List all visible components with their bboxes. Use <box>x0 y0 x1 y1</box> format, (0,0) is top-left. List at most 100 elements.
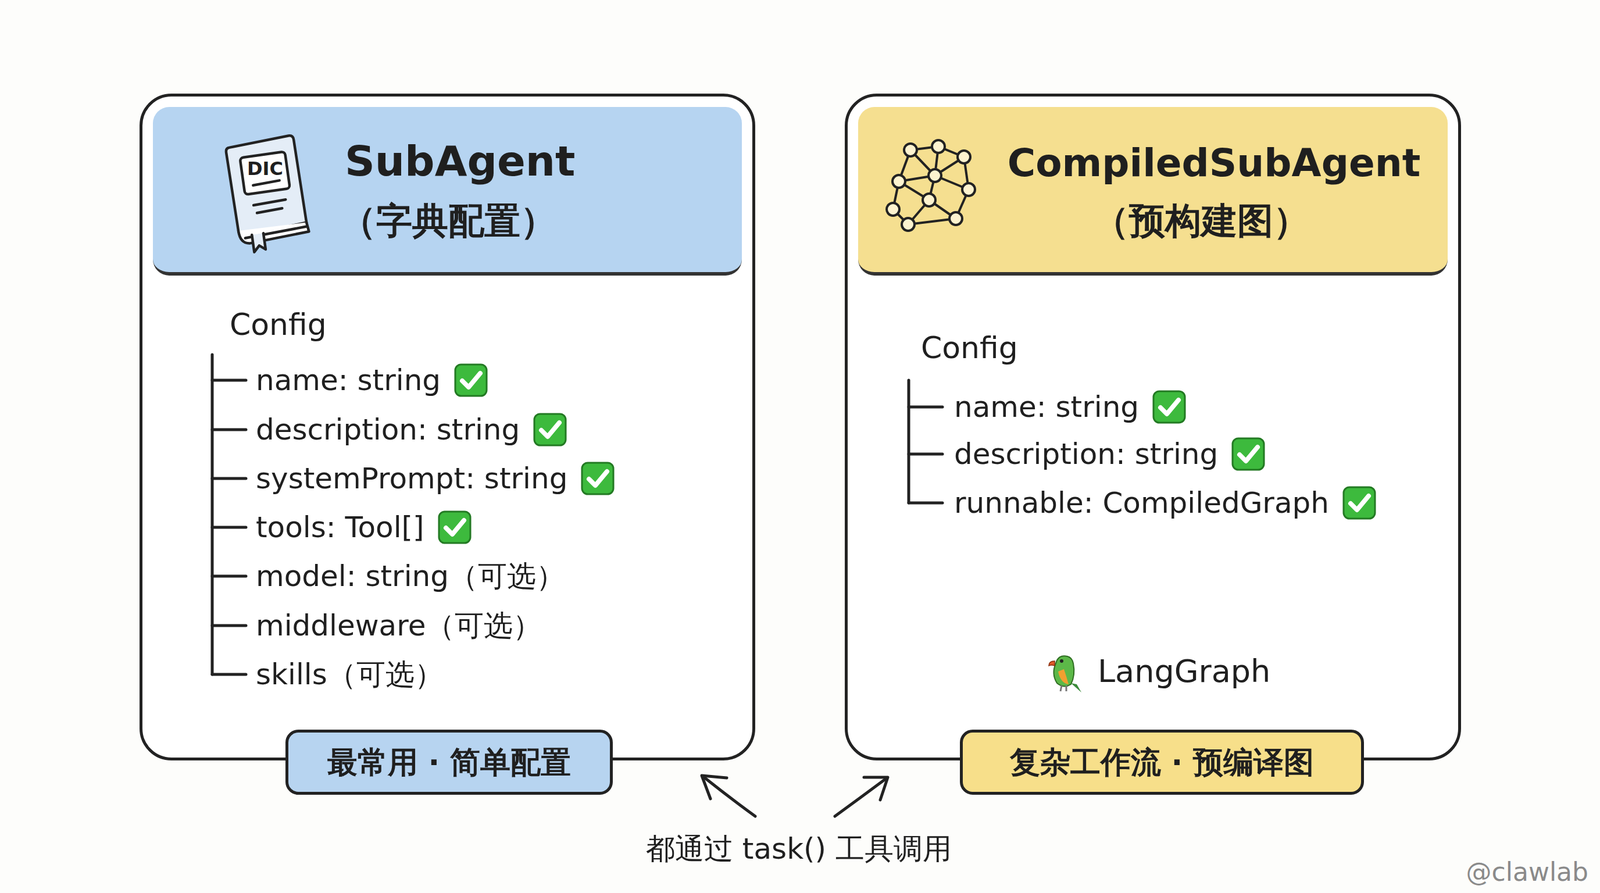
drawing-part <box>1239 447 1258 462</box>
text-slot: CompiledSubAgent <box>1007 140 1421 187</box>
drawing-part <box>907 380 911 503</box>
config-field: name: string <box>954 389 1139 425</box>
drawing-part <box>455 364 487 396</box>
config-field: systemPrompt: string <box>255 461 568 496</box>
text-slot: LangGraph <box>1097 652 1271 691</box>
tag-text: 复杂工作流 · 预编译图 <box>1009 744 1315 781</box>
drawing-part <box>581 462 614 495</box>
card-title: CompiledSubAgent <box>1007 140 1421 187</box>
drawing-part <box>445 520 464 535</box>
drawing-part <box>962 183 975 196</box>
drawing-part <box>931 140 945 153</box>
text-slot: （预构建图） <box>1093 199 1310 243</box>
config-field: middleware（可选） <box>255 608 542 644</box>
drawing-part <box>588 471 607 486</box>
config-field: tools: Tool[] <box>255 509 425 545</box>
drawing-part <box>438 511 471 544</box>
text-slot: model: string（可选） <box>255 558 566 594</box>
text-slot: runnable: CompiledGraph <box>954 485 1330 521</box>
dictionary-book-icon <box>215 130 315 253</box>
drawing-part <box>212 673 246 677</box>
check-mark-icon <box>453 362 489 398</box>
drawing-part <box>462 373 481 388</box>
drawing-part <box>1048 661 1055 666</box>
drawing-part <box>922 193 936 207</box>
check-mark-icon <box>580 461 616 496</box>
drawing-part <box>908 405 943 409</box>
drawing-part <box>908 452 943 456</box>
drawing-part <box>225 134 311 255</box>
text-slot: skills（可选） <box>255 656 444 692</box>
config-heading: Config <box>229 306 327 343</box>
drawing-part <box>1053 655 1074 687</box>
text-slot: Config <box>920 329 1019 366</box>
check-mark-icon <box>1151 389 1187 425</box>
text-slot: name: string <box>255 362 441 398</box>
drawing-part <box>949 212 963 225</box>
config-tree-lines <box>847 96 849 98</box>
text-slot: name: string <box>954 389 1139 425</box>
check-mark-icon <box>437 509 473 545</box>
text-slot: tools: Tool[] <box>255 509 425 545</box>
drawing-part <box>541 422 560 437</box>
drawing-part <box>1058 669 1069 685</box>
framework-name: LangGraph <box>1097 652 1271 691</box>
graph-network-icon <box>881 137 987 242</box>
drawing-part <box>212 624 246 628</box>
drawing-part <box>1059 659 1064 663</box>
config-tree-lines <box>142 96 144 98</box>
subagent-card: Config name: string description: string sys… <box>139 93 756 761</box>
arrow-right <box>834 779 886 817</box>
drawing-part <box>1153 391 1185 423</box>
usage-tag: 最常用 · 简单配置 <box>285 729 613 795</box>
invocation-note: 都通过 task() 工具调用 <box>645 831 952 867</box>
drawing-part <box>252 180 280 185</box>
text-slot: DIC <box>247 157 284 180</box>
card-subtitle: （预构建图） <box>1093 199 1310 243</box>
text-slot: Config <box>229 306 327 343</box>
drawing-part <box>1232 438 1264 470</box>
usage-tag: 复杂工作流 · 预编译图 <box>959 729 1364 795</box>
drawing-part <box>251 233 266 252</box>
card-subtitle: （字典配置） <box>340 199 557 243</box>
drawing-part <box>1160 400 1179 414</box>
text-slot: （字典配置） <box>340 199 557 243</box>
text-slot: description: string <box>954 436 1219 472</box>
check-mark-icon <box>1230 436 1266 472</box>
watermark: @clawlab <box>1466 856 1589 888</box>
config-heading: Config <box>920 329 1019 366</box>
drawing-part <box>908 501 943 505</box>
drawing-part <box>957 150 971 164</box>
icon-lettering: DIC <box>247 157 284 180</box>
text-slot: 最常用 · 简单配置 <box>327 744 572 781</box>
text-slot: systemPrompt: string <box>255 461 568 496</box>
drawing-part <box>212 477 246 481</box>
drawing-part <box>240 151 291 195</box>
drawing-part <box>901 218 915 231</box>
check-mark-icon <box>1341 485 1377 521</box>
drawing-part <box>1060 685 1067 692</box>
text-slot: middleware（可选） <box>255 608 542 644</box>
drawing-part <box>253 199 287 206</box>
config-field: description: string <box>954 436 1219 472</box>
arrow-left-head <box>701 775 727 799</box>
drawing-part <box>1350 495 1369 510</box>
subagent-header: SubAgent （字典配置） <box>152 106 742 276</box>
compiled-subagent-card: Config name: string description: string run… <box>844 93 1462 761</box>
arrow-right-head <box>863 777 888 800</box>
arrow-left <box>704 777 756 817</box>
card-title: SubAgent <box>344 136 575 187</box>
config-field: skills（可选） <box>255 656 444 692</box>
drawing-part <box>225 134 307 237</box>
text-slot: @clawlab <box>1466 856 1589 888</box>
drawing-part <box>886 202 900 216</box>
drawing-part <box>238 220 310 245</box>
drawing-part <box>928 169 942 182</box>
drawing-part <box>1343 487 1375 519</box>
tag-text: 最常用 · 简单配置 <box>327 744 572 781</box>
drawing-part <box>904 143 917 157</box>
drawing-part <box>212 428 246 432</box>
config-field: description: string <box>255 412 520 448</box>
